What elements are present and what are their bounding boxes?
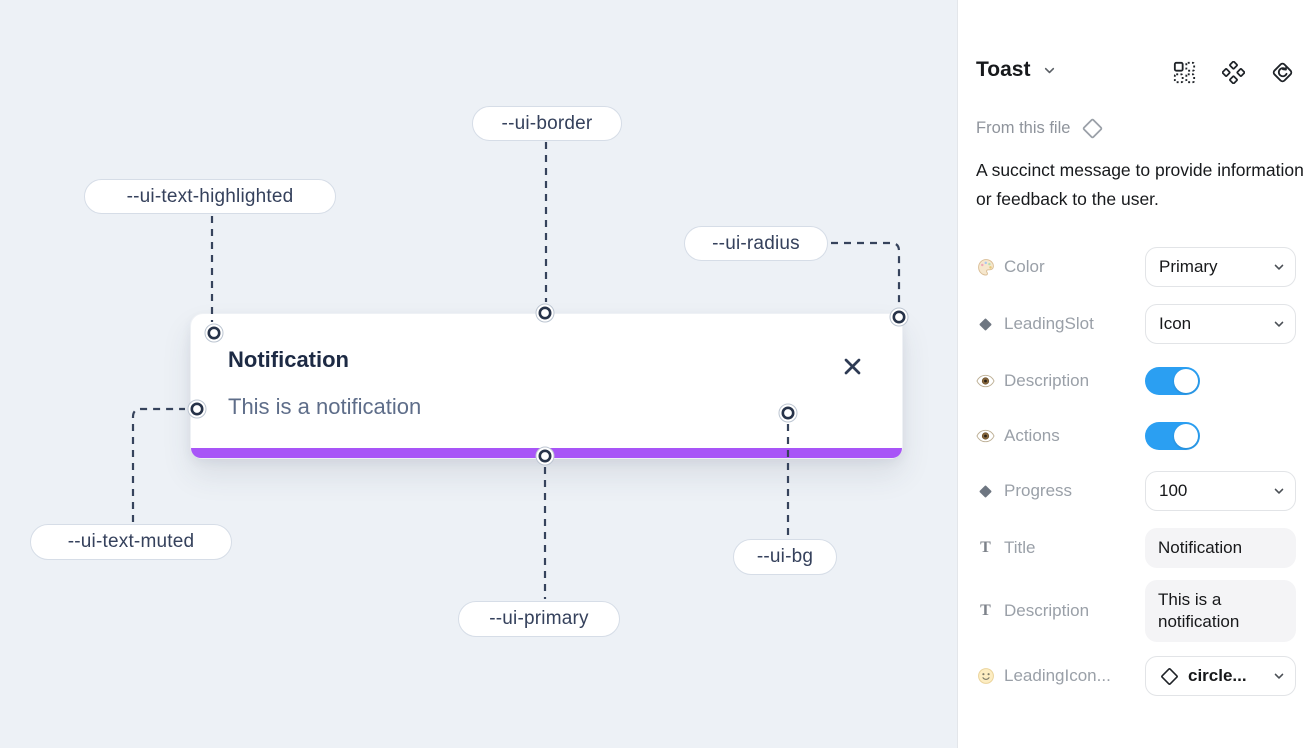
source-row: From this file — [976, 116, 1105, 141]
annotation-ui-border[interactable]: --ui-border — [472, 106, 622, 141]
annotation-label: --ui-text-highlighted — [126, 185, 294, 207]
annotation-label: --ui-radius — [712, 232, 800, 254]
property-row-actions-toggle: Actions — [976, 416, 1296, 456]
chevron-down-icon — [1274, 264, 1284, 270]
title-field[interactable]: Notification — [1145, 528, 1296, 568]
diamond-icon — [976, 317, 995, 331]
diamond-icon — [976, 484, 995, 498]
close-icon — [844, 358, 860, 374]
toast-component[interactable]: Notification This is a notification — [190, 313, 903, 459]
chevron-down-icon — [1274, 488, 1284, 494]
connector-ui-text-muted-line — [131, 407, 185, 522]
property-row-description-toggle: Description — [976, 361, 1296, 401]
property-label: Actions — [1004, 426, 1060, 445]
toast-progress-bar — [191, 448, 902, 458]
component-swap-icon[interactable] — [1271, 61, 1294, 84]
annotation-ui-radius[interactable]: --ui-radius — [684, 226, 828, 261]
smiley-icon — [976, 667, 995, 685]
component-title: Toast — [976, 58, 1031, 81]
chevron-down-icon — [1274, 321, 1284, 327]
annotation-label: --ui-primary — [489, 608, 589, 629]
property-row-color: Color Primary — [976, 247, 1296, 287]
description-field[interactable]: This is a notification — [1145, 580, 1296, 642]
annotation-ui-text-muted[interactable]: --ui-text-muted — [30, 524, 232, 560]
property-row-leadingicon: LeadingIcon... circle... — [976, 656, 1296, 696]
toggle-knob — [1174, 369, 1198, 393]
leadingslot-select[interactable]: Icon — [1145, 304, 1296, 344]
eye-icon — [976, 374, 995, 388]
property-label: LeadingSlot — [1004, 314, 1094, 333]
chevron-down-icon — [1274, 673, 1284, 679]
property-label: Description — [1004, 601, 1090, 620]
annotation-label: --ui-bg — [756, 546, 814, 567]
annotation-ui-primary[interactable]: --ui-primary — [458, 601, 620, 637]
panel-header-icons — [1173, 61, 1294, 84]
property-label: Description — [1004, 371, 1090, 390]
color-select[interactable]: Primary — [1145, 247, 1296, 287]
component-diamonds-icon[interactable] — [1222, 61, 1245, 84]
property-label: LeadingIcon... — [1004, 666, 1111, 685]
property-label: Progress — [1004, 481, 1073, 500]
property-label: Color — [1004, 257, 1045, 276]
chevron-down-icon — [1045, 67, 1055, 73]
palette-icon — [976, 258, 995, 276]
eye-icon — [976, 429, 995, 443]
annotation-label: --ui-border — [501, 112, 593, 134]
toast-description: This is a notification — [228, 394, 422, 419]
leadingicon-select[interactable]: circle... — [1145, 656, 1296, 696]
annotation-label: --ui-text-muted — [67, 531, 195, 552]
connector-ui-radius-line — [831, 241, 901, 305]
component-title-dropdown[interactable]: Toast — [976, 58, 1056, 82]
property-row-title: T Title Notification — [976, 528, 1296, 568]
source-label: From this file — [976, 119, 1071, 137]
progress-select[interactable]: 100 — [1145, 471, 1296, 511]
property-label: Title — [1004, 538, 1036, 557]
text-icon: T — [980, 602, 991, 619]
description-toggle[interactable] — [1145, 367, 1200, 395]
properties-panel: Toast — [957, 0, 1312, 748]
toast-title: Notification — [228, 347, 349, 372]
toggle-knob — [1174, 424, 1198, 448]
canvas[interactable]: Notification This is a notification --ui… — [0, 0, 957, 748]
diamond-outline-icon — [1083, 118, 1103, 139]
property-row-description-text: T Description This is a notification — [976, 580, 1296, 642]
component-description: A succinct message to provide informatio… — [976, 160, 1304, 209]
instance-grid-icon[interactable] — [1173, 61, 1196, 84]
text-icon: T — [980, 539, 991, 556]
property-row-leadingslot: LeadingSlot Icon — [976, 304, 1296, 344]
actions-toggle[interactable] — [1145, 422, 1200, 450]
diamond-outline-icon — [1161, 667, 1178, 685]
annotation-ui-bg[interactable]: --ui-bg — [733, 539, 837, 575]
property-row-progress: Progress 100 — [976, 471, 1296, 511]
close-button[interactable] — [841, 355, 863, 377]
annotation-ui-text-highlighted[interactable]: --ui-text-highlighted — [84, 179, 336, 214]
property-rows: Color Primary LeadingSlot Icon — [976, 247, 1296, 696]
